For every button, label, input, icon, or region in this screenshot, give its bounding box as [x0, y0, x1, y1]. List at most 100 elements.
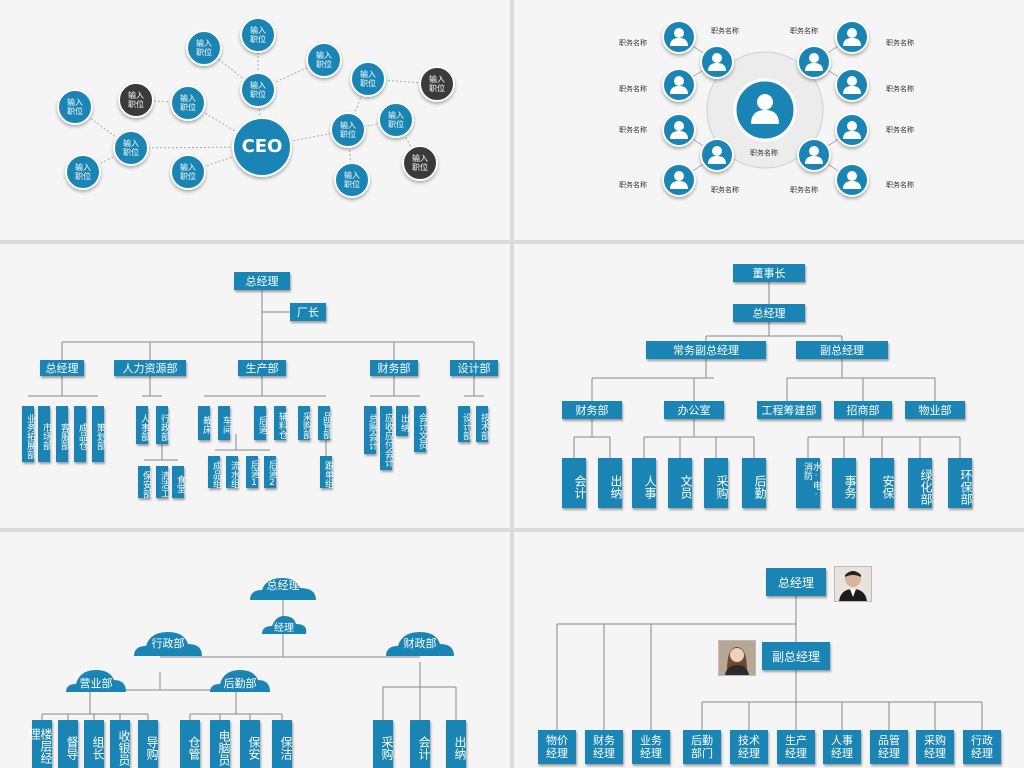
- leaf-box: 成品仓: [74, 406, 87, 462]
- leaf-box: 市场部: [38, 406, 51, 462]
- position-node-dark: 输入 职位: [419, 66, 455, 102]
- person-diagram: [678, 36, 853, 181]
- node-label: 输入 职位: [316, 50, 332, 69]
- node-label: 输入 职位: [250, 25, 266, 44]
- node-label: 输入 职位: [67, 97, 83, 116]
- cloud-top: 总经理: [266, 579, 300, 592]
- node-label: 输入 职位: [344, 170, 360, 189]
- leaf-box: 采购 经理: [916, 730, 954, 764]
- person-icon: [662, 163, 696, 197]
- leaf-box: 财务 经理: [585, 730, 623, 764]
- person-icon: [835, 113, 869, 147]
- position-title: 职务名称: [886, 181, 914, 189]
- leaf-box: 采购部: [298, 406, 311, 440]
- leaf-box: 品管 经理: [870, 730, 908, 764]
- leaf-box: 跟单组: [320, 456, 333, 488]
- leaf-box: 水·电·消防: [796, 458, 821, 508]
- leaf-box: 车间: [218, 406, 231, 440]
- person-icon: [835, 20, 869, 54]
- node-label: 输入 职位: [360, 69, 376, 88]
- leaf-box: 保安部: [138, 466, 151, 498]
- person-icons: [733, 78, 797, 142]
- leaf-box: 后道: [254, 406, 267, 440]
- center-title: 职务名称: [750, 149, 778, 157]
- org-lines: [573, 282, 961, 459]
- leaf-box: 导购: [138, 720, 159, 768]
- position-title: 职务名称: [711, 27, 739, 35]
- cloud-logistics: 后勤部: [223, 677, 257, 690]
- position-node: 输入 职位: [306, 42, 342, 78]
- node-label: 输入 职位: [180, 162, 196, 181]
- cloud-manager: 经理: [274, 623, 294, 634]
- leaf-box: 成品组: [208, 456, 221, 488]
- org-lines: [28, 290, 484, 461]
- person-icon: [662, 113, 696, 147]
- leaf-box: 行政部: [156, 406, 169, 444]
- dept-box: 财务部: [562, 401, 622, 419]
- leaf-box: 保安: [240, 720, 261, 768]
- dept-box: 设计部: [450, 360, 498, 376]
- top-box: 总经理: [234, 272, 290, 290]
- cloud-shapes: [66, 578, 454, 692]
- leaf-box: 人事: [632, 458, 657, 508]
- position-title: 职务名称: [886, 85, 914, 93]
- leaf-box: 物价 经理: [538, 730, 576, 764]
- gm-box: 总经理: [733, 304, 805, 322]
- dept-box: 工程筹建部: [757, 401, 821, 419]
- panel-org-chart-cloud: 总经理 经理 行政部 财政部 营业部 后勤部 楼层经理督导组长收银员导购仓管电脑…: [0, 532, 510, 768]
- leaf-box: 客服部: [56, 406, 69, 462]
- person-icon: [797, 138, 831, 172]
- position-node: 输入 职位: [170, 85, 206, 121]
- leaf-box: 出纳: [446, 720, 467, 768]
- leaf-box: 总账会计: [364, 406, 377, 454]
- ceo-node: CEO: [232, 117, 292, 177]
- person-icon: [662, 20, 696, 54]
- position-node: 输入 职位: [57, 89, 93, 125]
- leaf-box: 流水组: [226, 456, 239, 488]
- ceo-label: CEO: [241, 135, 283, 157]
- position-title: 职务名称: [619, 181, 647, 189]
- dept-box: 物业部: [905, 401, 965, 419]
- leaf-box: 出纳: [598, 458, 623, 508]
- leaf-box: 采购: [373, 720, 394, 768]
- node-label: 输入 职位: [340, 120, 356, 139]
- avatar: [718, 640, 756, 676]
- dept-box: 生产部: [238, 360, 286, 376]
- leaf-box: 绿化部: [908, 458, 933, 508]
- cloud-sales: 营业部: [79, 677, 113, 690]
- leaf-box: 人事 经理: [823, 730, 861, 764]
- dept-box: 总经理: [40, 360, 84, 376]
- leaf-box: 生产 经理: [777, 730, 815, 764]
- person-icon: [700, 45, 734, 79]
- node-label: 输入 职位: [412, 153, 428, 172]
- position-node: 输入 职位: [330, 112, 366, 148]
- node-label: 输入 职位: [123, 138, 139, 157]
- position-node: 输入 职位: [170, 154, 206, 190]
- top-box: 总经理: [766, 568, 826, 596]
- position-title: 职务名称: [886, 126, 914, 134]
- leaf-box: 后道1: [246, 456, 259, 488]
- leaf-box: 裁床: [198, 406, 211, 440]
- leaf-box: 楼层经理: [27, 720, 53, 768]
- org-lines: [556, 594, 983, 730]
- node-label: 输入 职位: [128, 90, 144, 109]
- cloud-admin: 行政部: [151, 637, 185, 650]
- leaf-box: 策划部: [92, 406, 105, 462]
- person-icon: [662, 68, 696, 102]
- leaf-box: 技术 经理: [730, 730, 768, 764]
- leaf-box: 保洁: [272, 720, 293, 768]
- dept-box: 人力资源部: [114, 360, 186, 376]
- node-label: 输入 职位: [180, 93, 196, 112]
- leaf-box: 文员: [668, 458, 693, 508]
- position-node: 输入 职位: [350, 61, 386, 97]
- person-icon: [835, 163, 869, 197]
- person-icon: [797, 45, 831, 79]
- leaf-box: 会计: [562, 458, 587, 508]
- leaf-box: 技术部: [476, 406, 489, 442]
- node-label: 输入 职位: [388, 110, 404, 129]
- node-label: 输入 职位: [75, 162, 91, 181]
- leaf-box: 仓管: [180, 720, 201, 768]
- leaf-box: 会计文员: [414, 406, 427, 452]
- position-node: 输入 职位: [113, 130, 149, 166]
- panel-org-chart-board: 董事长 总经理 常务副总经理 副总经理 财务部 办公室 工程筹建部 招商部 物业…: [514, 244, 1024, 528]
